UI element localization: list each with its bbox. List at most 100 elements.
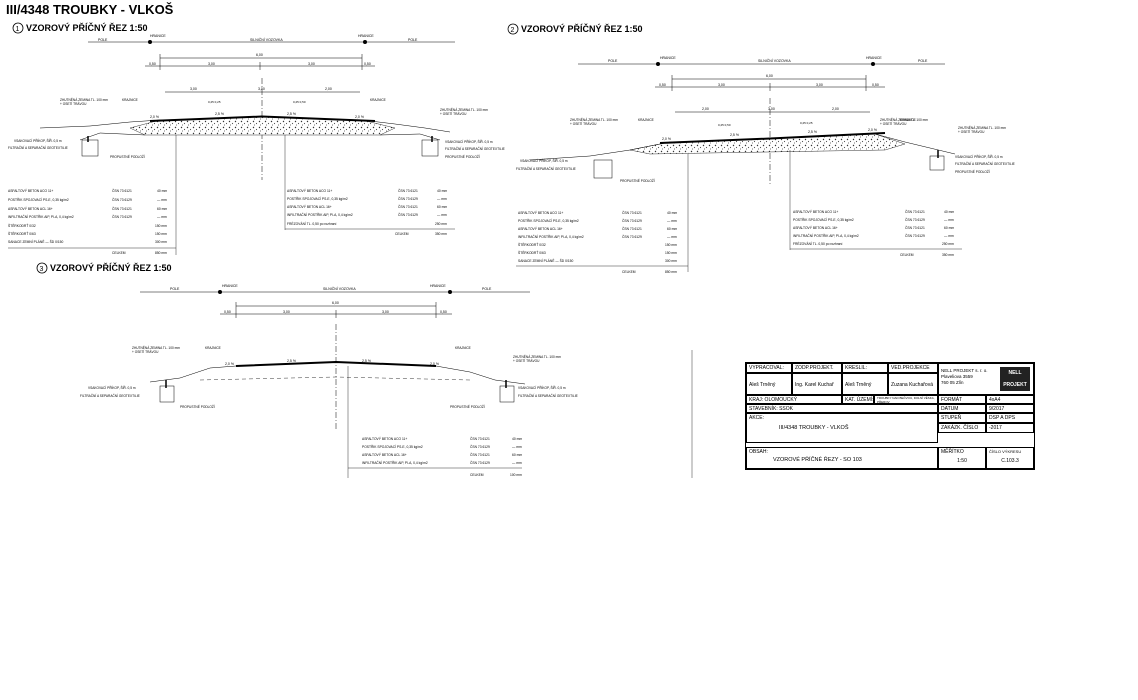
kat-value: TROUBKY NAD BEČVOU, DOLNÍ VĚSKA, PŘEROV	[874, 395, 938, 404]
layer-name: SANACE ZEMNÍ PLÁNĚ — ŠD 0/150	[518, 258, 573, 263]
layer-table: ASFALTOVÝ BETON ACO 11+ ČSN 73 6121 40 m…	[347, 366, 522, 478]
road-label: SILNIČNÍ VOZOVKA	[250, 37, 283, 42]
note-topsoil: ZHUTNĚNÁ ZEMINA TL. 100 mm+ OSETÍ TRÁVOU	[60, 97, 108, 106]
layer-thick: 60 mm	[157, 207, 167, 211]
layer-thick: 300 mm	[665, 259, 677, 263]
obsah-label: OBSAH:	[749, 449, 768, 455]
section-number: 3	[40, 266, 44, 273]
note-filter: FILTRAČNÍ A SEPARAČNÍ GEOTEXTILIE	[518, 393, 578, 398]
field-label-right: POLE	[408, 38, 418, 42]
layer-name: ASFALTOVÝ BETON ACO 11+	[793, 210, 838, 214]
datum-label: DATUM	[938, 404, 986, 413]
note-topsoil: ZHUTNĚNÁ ZEMINA TL. 100 mm+ OSETÍ TRÁVOU	[440, 107, 488, 116]
field-label-left: POLE	[170, 287, 180, 291]
layer-name: ŠTĚRKODRŤ 0/63	[8, 231, 36, 236]
vypracoval-label: VYPRACOVAL:	[746, 363, 792, 373]
layer-norm: ČSN 73 6121	[905, 225, 925, 230]
meritko-box: MĚŘÍTKO 1:50	[938, 447, 986, 469]
drain-trench-left	[159, 385, 175, 403]
layer-name: POSTŘIK SPOJOVACÍ PS-E, 0,35 kg/m2	[518, 218, 579, 223]
note-topsoil: ZHUTNĚNÁ ZEMINA TL. 100 mm+ OSETÍ TRÁVOU	[880, 117, 928, 126]
layer-norm: ČSN 73 6121	[398, 188, 418, 193]
layer-thick: — mm	[512, 445, 522, 449]
logo-text: NELL PROJEKT	[1003, 370, 1027, 388]
drain-trench-right	[929, 155, 945, 171]
company-box: NELL PROJEKT s. r. o. Plaveliova 3559 76…	[938, 363, 1034, 395]
layer-name: POSTŘIK SPOJOVACÍ PS-E, 0,35 kg/m2	[8, 197, 69, 202]
layer-total-label: CELKEM	[622, 270, 636, 274]
layer-name: ŠTĚRKODRŤ 0/32	[8, 223, 36, 228]
meritko-value: 1:50	[957, 458, 967, 464]
note-subsoil: PROPUSTNÉ PODLOŽÍ	[110, 154, 145, 159]
dim-part: 3,00	[718, 83, 725, 87]
note-subsoil: PROPUSTNÉ PODLOŽÍ	[955, 169, 990, 174]
dim-part: 0,50	[224, 310, 231, 314]
dim-part: 0,50	[149, 62, 156, 66]
layer-name: FRÉZOVÁNÍ TL. 0,50 po rozhraní	[793, 241, 842, 246]
layer-name: ASFALTOVÝ BETON ACL 16+	[518, 227, 563, 231]
ved-label: VED.PROJEKCE	[888, 363, 938, 373]
layer-norm: ČSN 73 6121	[622, 226, 642, 231]
layer-norm: ČSN 73 6129	[905, 217, 925, 222]
layer-thick: 150 mm	[665, 251, 677, 255]
layer-thick: — mm	[512, 461, 522, 465]
layer-norm: ČSN 73 6121	[112, 188, 132, 193]
layer-norm: ČSN 73 6129	[470, 460, 490, 465]
layer-thick: 60 mm	[944, 226, 954, 230]
road-surface	[149, 115, 376, 122]
dim-lower: 3,00	[768, 107, 775, 111]
layer-thick: 40 mm	[667, 211, 677, 215]
slope-label: 2,0 %	[225, 362, 234, 366]
layer-norm: ČSN 73 6129	[112, 197, 132, 202]
layer-total-label: CELKEM	[470, 473, 484, 477]
dim-total: 6,00	[256, 53, 263, 57]
dim-small: 0,25 0,50	[293, 100, 306, 104]
drain-trench-left	[81, 139, 99, 157]
vypracoval-value: Aleš Trněný	[746, 373, 792, 395]
layer-thick: 60 mm	[437, 205, 447, 209]
layer-table-left: ASFALTOVÝ BETON ACO 11+ ČSN 73 6121 40 m…	[8, 135, 177, 255]
road-label: SILNIČNÍ VOZOVKA	[323, 286, 356, 291]
layer-name: POSTŘIK SPOJOVACÍ PS-E, 0,35 kg/m2	[793, 217, 854, 222]
dim-lower: 2,00	[702, 107, 709, 111]
obsah-value: VZOROVÉ PŘÍČNÉ ŘEZY - SO 103	[773, 457, 862, 463]
layer-thick: 60 mm	[512, 453, 522, 457]
layer-name: ASFALTOVÝ BETON ACO 11+	[287, 189, 332, 193]
format-value: 4xA4	[986, 395, 1034, 404]
title-block: VYPRACOVAL: ZODP.PROJEKT. KRESLIL: VED.P…	[745, 362, 1035, 470]
boundary-label-left: HRANICE	[660, 56, 676, 60]
note-shoulder: KRAJNICE	[370, 98, 386, 102]
datum-value: 9/2017	[986, 404, 1034, 413]
company-address: Plaveliova 3559	[941, 374, 973, 379]
slope-label: 2,0 %	[662, 137, 671, 141]
layer-thick: — mm	[667, 235, 677, 239]
road-label: SILNIČNÍ VOZOVKA	[758, 58, 791, 63]
layer-norm: ČSN 73 6121	[470, 436, 490, 441]
note-drain: VSAKOVACÍ PŘÍKOP, ŠÍŘ. 0,5 m	[445, 139, 493, 144]
layer-norm: ČSN 73 6129	[398, 212, 418, 217]
layer-thick: — mm	[437, 213, 447, 217]
stupen-value: DSP A DPS	[986, 413, 1034, 423]
layer-thick: 40 mm	[157, 189, 167, 193]
layer-total: 850 mm	[155, 251, 167, 255]
layer-name: INFILTRAČNÍ POSTŘIK AIP, PI-A, 0,4 kg/m2	[287, 212, 353, 217]
format-label: FORMÁT	[938, 395, 986, 404]
layer-name: ASFALTOVÝ BETON ACO 11+	[8, 189, 53, 193]
layer-thick: 150 mm	[665, 243, 677, 247]
slope-label: 2,0 %	[430, 362, 439, 366]
stavebnik: STAVEBNÍK: SSOK	[746, 404, 938, 413]
layer-thick: 150 mm	[155, 232, 167, 236]
section-number-circle	[507, 23, 519, 35]
slope-label: 2,5 %	[730, 133, 739, 137]
akce-box: AKCE: III/4348 TROUBKY - VLKOŠ	[746, 413, 938, 443]
layer-name: POSTŘIK SPOJOVACÍ PS-E, 0,35 kg/m2	[362, 444, 423, 449]
note-shoulder: KRAJNICE	[205, 346, 221, 350]
layer-name: ŠTĚRKODRŤ 0/63	[518, 250, 546, 255]
dim-small: 0,25 0,50	[718, 123, 731, 127]
layer-name: ASFALTOVÝ BETON ACO 11+	[518, 211, 563, 215]
layer-thick: 40 mm	[512, 437, 522, 441]
note-filter: FILTRAČNÍ A SEPARAČNÍ GEOTEXTILIE	[955, 161, 1015, 166]
drain-trench-right	[421, 139, 439, 157]
boundary-label-right: HRANICE	[358, 34, 374, 38]
drain-trench-left	[593, 159, 613, 179]
